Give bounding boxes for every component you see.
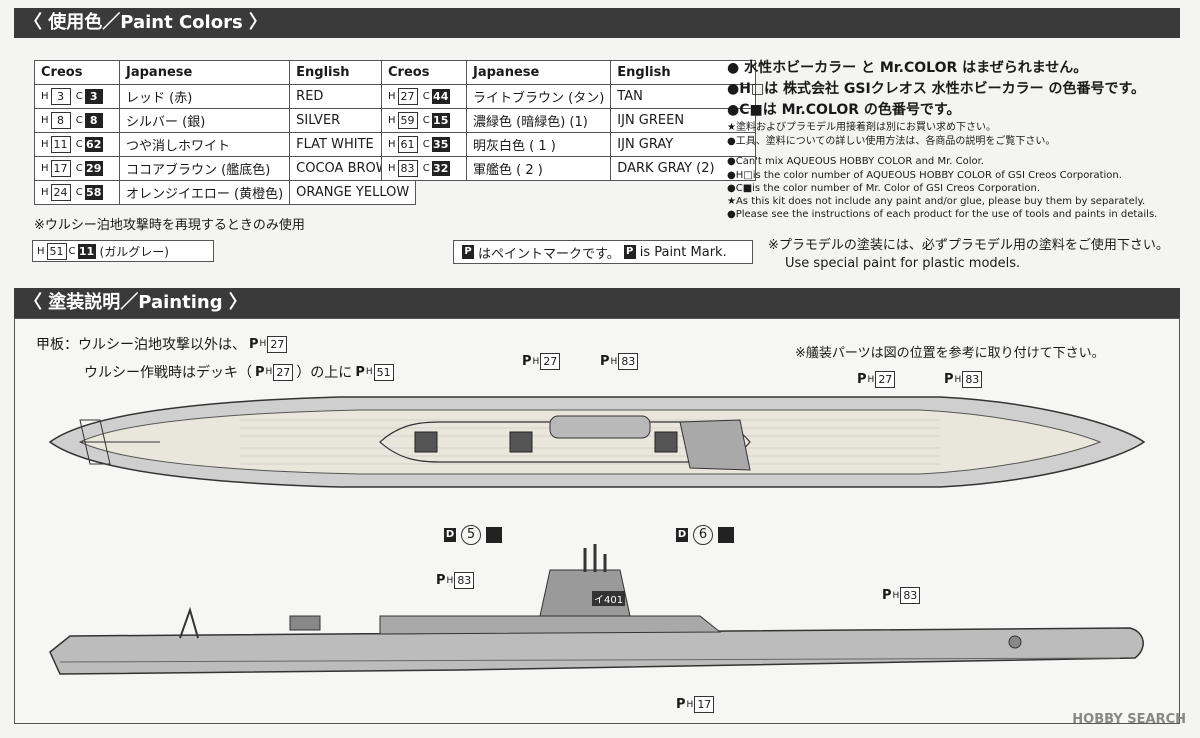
decal-5: D 5: [444, 525, 502, 545]
paint-mark-jp: はペイントマークです。: [478, 246, 620, 262]
paint-mark-en: is Paint Mark.: [639, 244, 727, 260]
note-jp-2: ●C■は Mr.COLOR の色番号です。: [727, 102, 961, 118]
hull-number: イ401: [592, 591, 626, 606]
japanese-name: レッド (赤): [118, 84, 291, 109]
paint-mark-legend: P はペイントマークです。 P is Paint Mark.: [453, 240, 753, 264]
watermark: HOBBY SEARCH: [1072, 712, 1186, 727]
col-creos: Creos: [34, 60, 120, 85]
english-name: TAN: [610, 84, 757, 109]
japanese-name: 濃緑色 (暗緑色) (1): [465, 108, 612, 133]
english-name: ORANGE YELLOW: [289, 180, 417, 205]
note-en-3: ★As this kit does not include any paint …: [727, 196, 1146, 207]
plastic-note-en: Use special paint for plastic models.: [785, 256, 1021, 271]
ulithi-note: ※ウルシー泊地攻撃時を再現するときのみ使用: [34, 218, 305, 233]
col-creos: Creos: [381, 60, 467, 85]
japanese-name: 軍艦色 ( 2 ): [465, 156, 612, 181]
english-name: IJN GRAY: [610, 132, 757, 157]
submarine-top-view: [48, 396, 1146, 488]
note-jp-1: ●H□は 株式会社 GSIクレオス 水性ホビーカラー の色番号です。: [727, 81, 1146, 97]
note-jp-4: ●工具、塗料についての詳しい使用方法は、各商品の説明をご覧下さい。: [727, 136, 1056, 147]
note-en-0: ●Can't mix AQUEOUS HOBBY COLOR and Mr. C…: [727, 156, 984, 167]
japanese-name: ココアブラウン (艦底色): [118, 156, 291, 181]
japanese-name: シルバー (銀): [118, 108, 291, 133]
parts-note: ※艤装パーツは図の位置を参考に取り付けて下さい。: [795, 346, 1105, 361]
note-en-1: ●H□is the color number of AQUEOUS HOBBY …: [727, 170, 1122, 181]
notes-panel: ● 水性ホビーカラー と Mr.COLOR はまぜられません。 ●H□は 株式会…: [727, 58, 1167, 221]
paint-mark-icon: P: [462, 245, 474, 259]
note-jp-0: ● 水性ホビーカラー と Mr.COLOR はまぜられません。: [727, 60, 1088, 76]
note-en-2: ●C■is the color number of Mr. Color of G…: [727, 183, 1041, 194]
english-name: DARK GRAY (2): [610, 156, 757, 181]
col-japanese: Japanese: [118, 60, 291, 85]
japanese-name: オレンジイエロー (黄橙色): [118, 180, 291, 205]
col-english: English: [610, 60, 757, 85]
submarine-side-view: [49, 544, 1144, 675]
japanese-name: つや消しホワイト: [118, 132, 291, 157]
paint-mark-icon: P: [623, 245, 636, 259]
japanese-name: 明灰白色 ( 1 ): [465, 132, 612, 157]
japanese-name: ライトブラウン (タン): [465, 84, 612, 109]
ulithi-color-name: (ガルグレー): [99, 244, 169, 259]
paint-colors-header: 〈 使用色／Paint Colors 〉: [14, 8, 1180, 38]
english-name: IJN GREEN: [610, 108, 757, 133]
note-en-4: ●Please see the instructions of each pro…: [727, 209, 1158, 220]
note-jp-3: ★塗料およびプラモデル用接着剤は別にお買い求め下さい。: [727, 122, 996, 133]
painting-header: 〈 塗装説明／Painting 〉: [14, 288, 1180, 318]
plastic-note-jp: ※プラモデルの塗装には、必ずプラモデル用の塗料をご使用下さい。: [768, 238, 1169, 253]
col-japanese: Japanese: [465, 60, 612, 85]
decal-6: D 6: [676, 525, 734, 545]
